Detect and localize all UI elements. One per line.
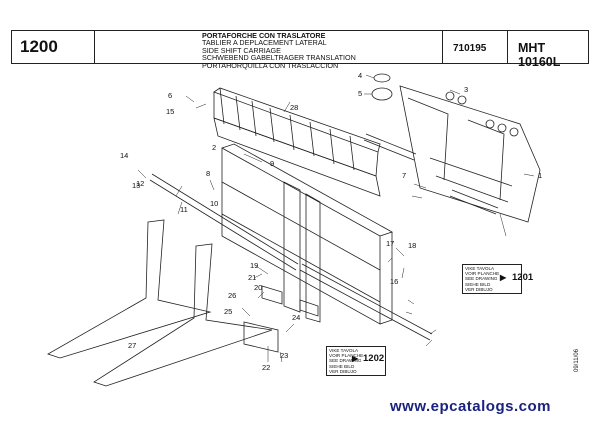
reference-target-1202[interactable]: 1202 <box>363 353 385 364</box>
part-label: 20 <box>254 283 262 292</box>
page-number: 1200 <box>20 37 58 56</box>
arrow-icon: ▶ <box>500 273 507 282</box>
ref-line: VIKE TAVOLA <box>465 266 495 271</box>
part-label: 6 <box>168 91 172 100</box>
reference-target-1201[interactable]: 1201 <box>512 272 534 283</box>
part-label: 19 <box>250 261 258 270</box>
part-label: 2 <box>212 143 216 152</box>
reference-box-1201[interactable]: VIKE TAVOLA VOIR PLANCHE SEE DRAWING SIE… <box>462 264 522 294</box>
part-label: 8 <box>206 169 210 178</box>
exploded-view-drawing: 1 2 3 4 5 6 7 8 9 10 11 12 13 14 15 16 1… <box>47 71 542 387</box>
part-label: 28 <box>290 103 298 112</box>
ref-line: VER DIBUJO <box>329 368 357 374</box>
bearing-cap <box>371 73 393 101</box>
shift-block <box>243 285 319 353</box>
part-label: 26 <box>228 291 236 300</box>
part-label: 11 <box>180 205 188 214</box>
part-label: 17 <box>386 239 394 248</box>
part-label: 3 <box>464 85 468 94</box>
mast-frame <box>399 85 541 223</box>
part-label: 14 <box>120 151 128 160</box>
title-block: PORTAFORCHE CON TRASLATORE TABLIER A DEP… <box>202 32 356 69</box>
ref-line: VOIR PLANCHE <box>329 353 364 359</box>
part-label: 27 <box>128 341 136 350</box>
part-label: 4 <box>358 71 362 80</box>
code-cell: 710195 <box>442 31 508 63</box>
part-label: 10 <box>210 199 218 208</box>
part-labels: 1 2 3 4 5 6 7 8 9 10 11 12 13 14 15 16 1… <box>120 71 542 372</box>
forks <box>47 219 273 387</box>
page-number-cell: 1200 <box>12 31 95 63</box>
title-it: PORTAFORCHE CON TRASLATORE <box>202 31 326 40</box>
title-de: SCHWEBEND GABELTRAGER TRANSLATION <box>202 53 356 63</box>
part-label: 13 <box>132 181 140 190</box>
part-label: 18 <box>408 241 416 250</box>
ref-line: VER DIBUJO <box>465 286 493 292</box>
ref-line: SIEHE BILD <box>329 363 355 369</box>
main-carriage <box>221 143 393 325</box>
part-label: 24 <box>292 313 300 322</box>
part-label: 1 <box>538 171 542 180</box>
part-label: 25 <box>224 307 232 316</box>
ref-line: SEE DRAWING <box>329 358 362 364</box>
upper-frame <box>213 87 381 197</box>
arrow-icon: ▶ <box>352 354 359 363</box>
shafts <box>149 133 499 341</box>
title-fr: TABLIER A DEPLACEMENT LATERAL <box>202 38 327 48</box>
part-label: 9 <box>270 159 274 168</box>
watermark-text[interactable]: www.epcatalogs.com <box>390 398 551 415</box>
title-en: SIDE SHIFT CARRIAGE <box>202 45 281 55</box>
part-label: 16 <box>390 277 398 286</box>
part-label: 5 <box>358 89 362 98</box>
part-label: 15 <box>166 107 174 116</box>
reference-box-1202[interactable]: VIKE TAVOLA VOIR PLANCHE SEE DRAWING SIE… <box>326 346 386 376</box>
revision-date: 09/11/06 <box>574 349 580 372</box>
ref-line: VIKE TAVOLA <box>329 348 359 353</box>
ref-line: SEE DRAWING <box>465 276 498 282</box>
part-label: 7 <box>402 171 406 180</box>
title-es: PORTAHORQUILLA CON TRASLACCION <box>202 60 339 70</box>
header-bar: 1200 PORTAFORCHE CON TRASLATORE TABLIER … <box>11 30 589 69</box>
ref-line: SIEHE BILD <box>465 281 491 287</box>
part-label: 23 <box>280 351 288 360</box>
drawing-code: 710195 <box>453 43 487 54</box>
model-name: MHT 10160L <box>518 41 561 69</box>
part-label: 22 <box>262 363 270 372</box>
ref-line: VOIR PLANCHE <box>465 271 500 277</box>
part-label: 12 <box>136 179 144 188</box>
part-label: 21 <box>248 273 256 282</box>
